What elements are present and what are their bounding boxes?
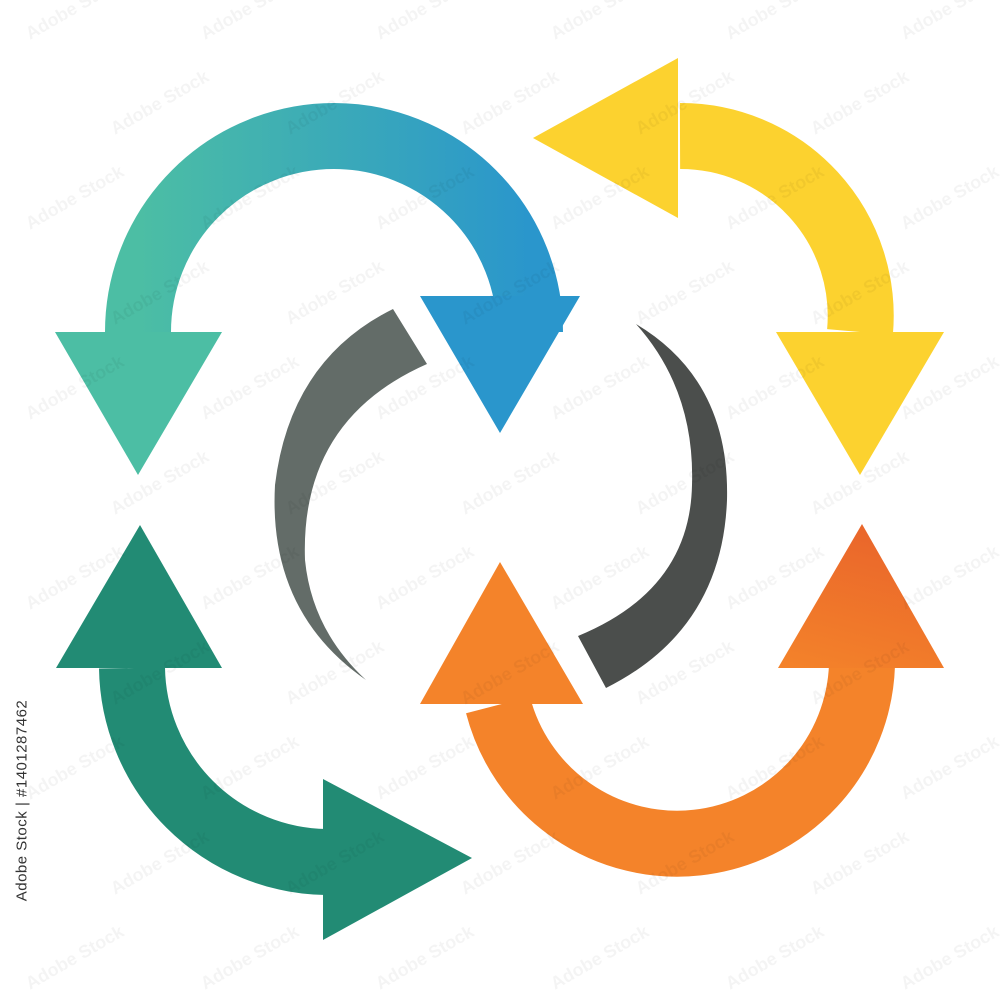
gray-swoosh-right <box>578 324 728 688</box>
green-arc <box>99 666 328 895</box>
watermark-tile: Adobe Stock <box>197 731 303 804</box>
green-arrowhead-top <box>56 525 222 668</box>
watermark-tile: Adobe Stock <box>107 446 213 519</box>
watermark-tile: Adobe Stock <box>807 66 913 139</box>
watermark-tile: Adobe Stock <box>197 0 303 43</box>
blue-arrowhead-right <box>420 296 580 433</box>
watermark-tile: Adobe Stock <box>547 921 653 994</box>
center-swooshes <box>274 309 728 688</box>
watermark-tile: Adobe Stock <box>897 731 1000 804</box>
yellow-arrowhead-bottom <box>776 332 944 475</box>
watermark-tile: Adobe Stock <box>897 161 1000 234</box>
watermark-tile: Adobe Stock <box>897 541 1000 614</box>
green-arrow <box>56 525 472 940</box>
green-arrowhead-right <box>323 779 472 940</box>
watermark-tile: Adobe Stock <box>897 0 1000 43</box>
watermark-tile: Adobe Stock <box>22 0 128 43</box>
orange-arrow <box>420 524 944 877</box>
watermark-tile: Adobe Stock <box>457 66 563 139</box>
watermark-tile: Adobe Stock <box>197 921 303 994</box>
gray-swoosh-left <box>274 309 427 680</box>
teal-arrowhead-left <box>55 332 222 475</box>
watermark-id-text: Adobe Stock | #1401287462 <box>13 699 31 901</box>
watermark-tile: Adobe Stock <box>282 256 388 329</box>
watermark-tile: Adobe Stock <box>372 0 478 43</box>
orange-arc <box>466 663 895 877</box>
watermark-tile: Adobe Stock <box>807 826 913 899</box>
watermark-tile: Adobe Stock <box>197 351 303 424</box>
watermark-tile: Adobe Stock <box>457 826 563 899</box>
watermark-tile: Adobe Stock <box>372 921 478 994</box>
watermark-tile: Adobe Stock <box>722 541 828 614</box>
watermark-tile: Adobe Stock <box>722 921 828 994</box>
watermark-tile: Adobe Stock <box>22 161 128 234</box>
watermark-tile: Adobe Stock <box>107 66 213 139</box>
watermark-tile: Adobe Stock <box>372 731 478 804</box>
watermark-tile: Adobe Stock <box>547 351 653 424</box>
watermark-tile: Adobe Stock <box>897 921 1000 994</box>
teal-blue-arc <box>105 103 563 333</box>
orange-arrowhead-right <box>778 524 944 668</box>
watermark-tile: Adobe Stock <box>632 256 738 329</box>
watermark-tile: Adobe Stock <box>457 446 563 519</box>
yellow-arrowhead-top <box>533 58 678 218</box>
watermark-tile: Adobe Stock <box>547 0 653 43</box>
yellow-arrow <box>533 58 944 475</box>
watermark-tile: Adobe Stock <box>722 0 828 43</box>
watermark-side-label: Adobe Stock | #1401287462 <box>2 620 42 980</box>
orange-arrowhead-left <box>420 562 583 704</box>
watermark-tile: Adobe Stock <box>372 541 478 614</box>
watermark-tile: Adobe Stock <box>107 826 213 899</box>
yellow-arc <box>679 102 894 335</box>
teal-blue-arrow <box>55 103 580 475</box>
